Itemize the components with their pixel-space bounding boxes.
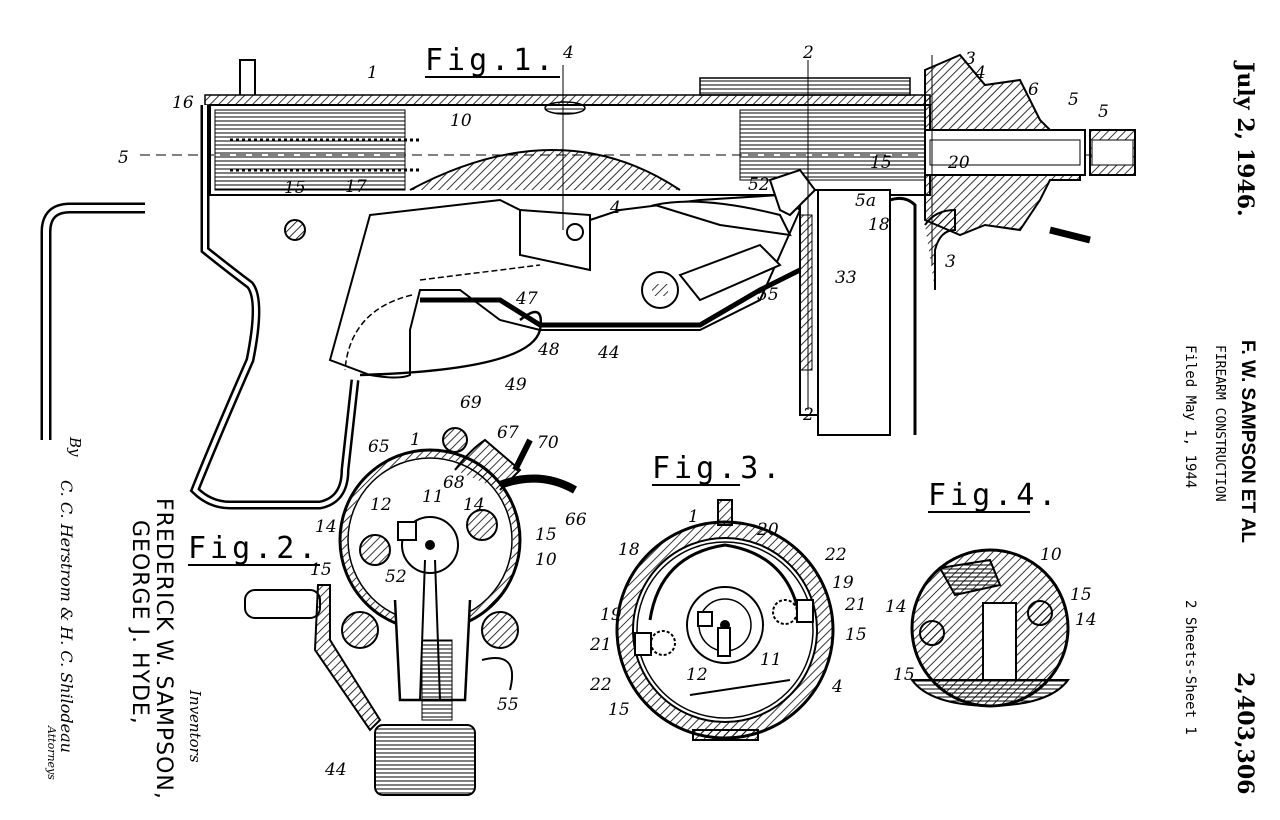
fig2-label: Fig.2. (188, 531, 320, 566)
reference-numeral: 14 (885, 597, 907, 617)
reference-numeral: 21 (844, 595, 867, 615)
patent-inventor-header: F. W. SAMPSON ET AL (1237, 340, 1258, 544)
reference-numeral: 15 (870, 153, 892, 173)
figure-4: Fig.4. 10 15 14 14 15 (885, 478, 1097, 708)
reference-numeral: 11 (760, 650, 782, 670)
crank-handle (244, 589, 321, 619)
reference-numeral: 5 (1068, 90, 1079, 110)
reference-numeral: 15 (845, 625, 867, 645)
reference-numeral: 68 (443, 473, 465, 493)
reference-numeral: 2 (802, 405, 814, 425)
figure-1: Fig.1. (40, 43, 1136, 510)
reference-numeral: 18 (868, 215, 890, 235)
patent-filed-date: Filed May 1, 1944 (1182, 345, 1198, 489)
reference-numeral: 55 (497, 695, 519, 715)
reference-numeral: 20 (947, 153, 970, 173)
by-label: By (66, 437, 84, 457)
reference-numeral: 10 (535, 550, 557, 570)
reference-numeral: 1 (367, 63, 378, 83)
inventor-name-1: FREDERICK W. SAMPSON, (151, 498, 176, 800)
reference-numeral: 33 (835, 268, 857, 288)
reference-numeral: 52 (748, 175, 770, 195)
reference-numeral: 10 (450, 111, 472, 131)
reference-numeral: 21 (589, 635, 612, 655)
fig1-label: Fig.1. (425, 43, 557, 78)
bolt-front (739, 109, 926, 181)
reference-numeral: 4 (974, 63, 986, 83)
trigger-guard-plate (420, 267, 802, 328)
attorney-signature: C. C. Herstrom & H. C. Shilodeau (57, 480, 76, 753)
reference-numeral: 66 (565, 510, 587, 530)
reference-numeral: 55 (757, 285, 779, 305)
reference-numeral: 12 (686, 665, 708, 685)
reference-numeral: 18 (618, 540, 640, 560)
reference-numeral: 20 (756, 520, 779, 540)
reference-numeral: 5 (118, 148, 129, 168)
reference-numeral: 15 (284, 178, 306, 198)
inventors-label: Inventors (186, 690, 204, 763)
reference-numeral: 15 (310, 560, 332, 580)
reference-numeral: 3 (965, 49, 976, 69)
figure-3: Fig.3. 1 20 18 22 19 21 15 19 21 22 15 1… (589, 451, 867, 741)
wire-stock (40, 202, 145, 440)
reference-numeral: 44 (597, 343, 620, 363)
reference-numeral: 19 (600, 605, 622, 625)
fig3-label: Fig.3. (652, 451, 784, 486)
reference-numeral: 2 (802, 43, 814, 63)
trigger-housing (328, 193, 802, 379)
recoil-spring (230, 138, 420, 172)
reference-numeral: 3 (945, 252, 956, 272)
attorneys-label: Attorneys (45, 726, 58, 780)
bolt-rear (214, 109, 406, 191)
reference-numeral: 17 (345, 177, 367, 197)
cocking-handle-block (374, 724, 476, 796)
reference-numeral: 52 (385, 567, 407, 587)
reference-numeral: 11 (422, 487, 444, 507)
reference-numeral: 19 (832, 573, 854, 593)
reference-numeral: 47 (515, 289, 538, 309)
reference-numeral: 22 (589, 675, 612, 695)
reference-numeral: 70 (537, 433, 559, 453)
reference-numeral: 65 (368, 437, 390, 457)
reference-numeral: 48 (537, 340, 560, 360)
reference-numeral: 14 (463, 495, 485, 515)
reference-numeral: 15 (893, 665, 915, 685)
reference-numeral: 5a (855, 191, 876, 211)
ejector-wire (359, 310, 543, 377)
reference-numeral: 69 (460, 393, 482, 413)
reference-numeral: 1 (688, 507, 699, 527)
reference-numeral: 67 (497, 423, 519, 443)
patent-sheet-count: 2 Sheets-Sheet 1 (1182, 600, 1198, 735)
reference-numeral: 4 (609, 198, 621, 218)
patent-date: July 2, 1946. (1232, 62, 1258, 217)
reference-numeral: 49 (504, 375, 527, 395)
reference-numeral: 22 (824, 545, 847, 565)
patent-title: FIREARM CONSTRUCTION (1212, 345, 1227, 502)
reference-numeral: 10 (1040, 545, 1062, 565)
figure-2: Fig.2. 1 65 69 67 70 68 66 12 11 14 (188, 393, 587, 796)
inventor-name-2: GEORGE J. HYDE, (127, 520, 152, 725)
reference-numeral: 4 (831, 677, 843, 697)
reference-numeral: 14 (315, 517, 337, 537)
reference-numeral: 44 (324, 760, 347, 780)
fig4-label: Fig.4. (928, 478, 1060, 513)
reference-numeral: 6 (1028, 80, 1039, 100)
reference-numeral: 16 (172, 93, 194, 113)
reference-numeral: 4 (562, 43, 574, 63)
reference-numeral: 15 (1070, 585, 1092, 605)
reference-numeral: 5 (1098, 102, 1109, 122)
patent-number: 2,403,306 (1232, 672, 1258, 795)
reference-numeral: 12 (370, 495, 392, 515)
reference-numeral: 15 (535, 525, 557, 545)
reference-numeral: 14 (1075, 610, 1097, 630)
reference-numeral: 1 (410, 430, 421, 450)
reference-numeral: 15 (608, 700, 630, 720)
